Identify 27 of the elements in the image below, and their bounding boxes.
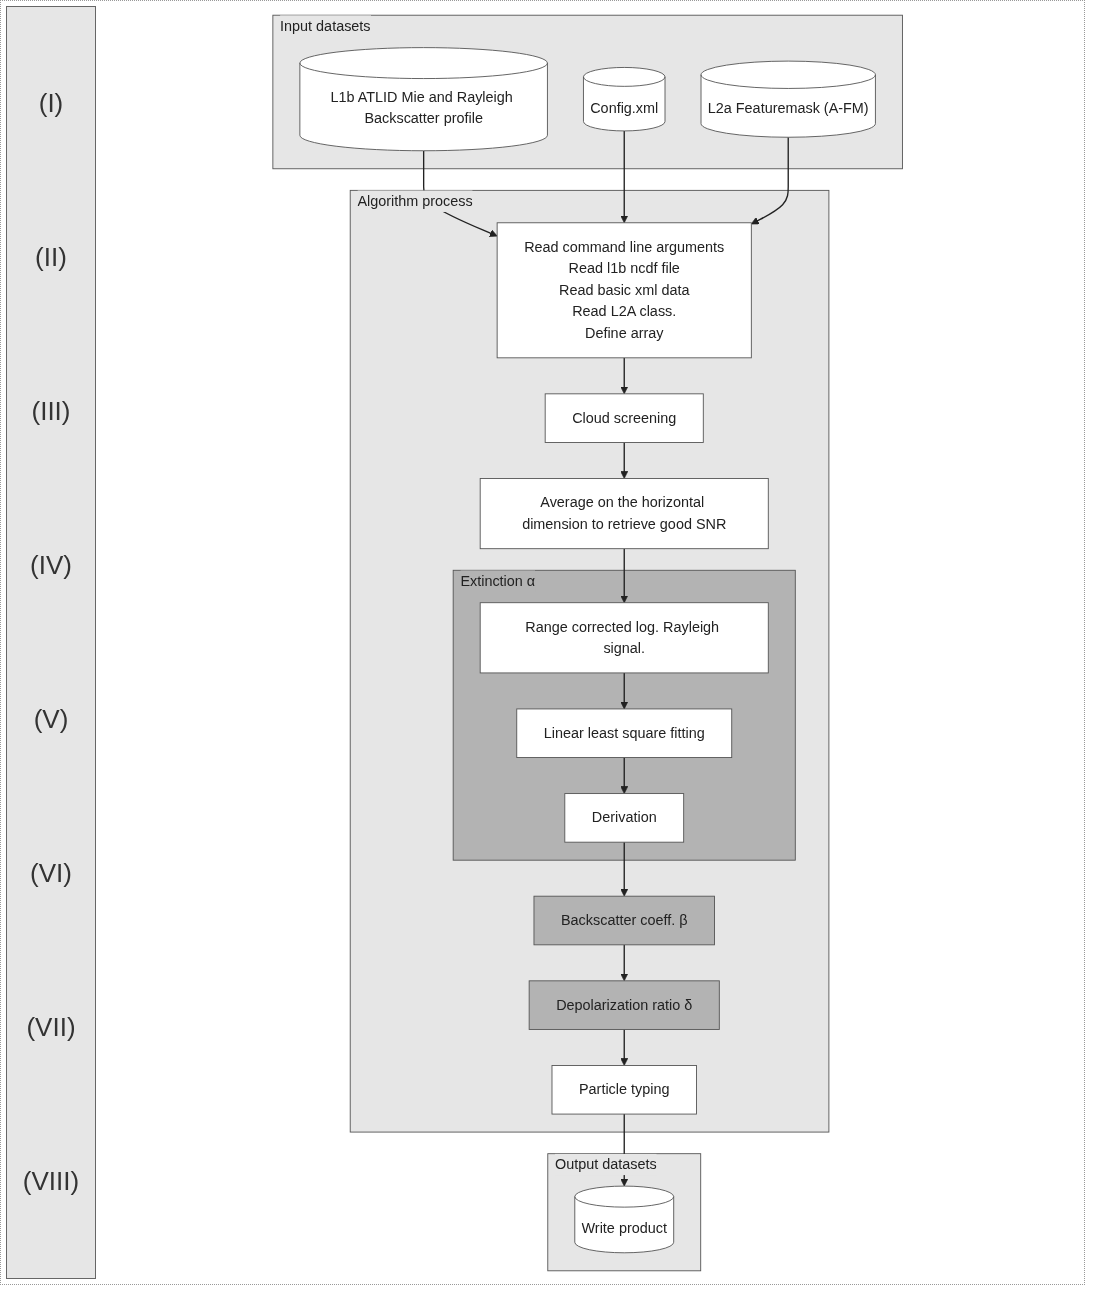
- arrow: [620, 129, 629, 223]
- arrow: [620, 441, 629, 479]
- arrow: [620, 756, 629, 794]
- step-number: (VIII): [21, 1165, 81, 1197]
- step-number: (II): [34, 242, 68, 274]
- arrow: [620, 841, 629, 897]
- node-box: Particle typing: [551, 1064, 697, 1114]
- node-box: Range corrected log. Rayleigh signal.: [479, 601, 769, 673]
- arrow: [750, 136, 789, 224]
- node-box: Depolarization ratio δ: [528, 979, 720, 1030]
- arrow: [620, 1028, 629, 1066]
- node-box: Cloud screening: [544, 392, 704, 443]
- arrow: [620, 356, 629, 394]
- step-number: (VII): [25, 1011, 77, 1043]
- arrow: [620, 547, 629, 603]
- step-number: (V): [32, 703, 70, 735]
- step-number: (IV): [29, 550, 73, 582]
- node-box: Backscatter coeff. β: [533, 895, 715, 945]
- arrow: [620, 671, 629, 709]
- arrow: [620, 943, 629, 981]
- node-box: Read command line arguments Read l1b ncdf file Read basic xml data Read L2A class. Define array: [496, 221, 752, 358]
- step-number: (I): [37, 88, 65, 120]
- step-number: (VI): [29, 857, 73, 889]
- node-box: Linear least square fitting: [516, 708, 733, 758]
- node-box: Average on the horizontal dimension to retrieve good SNR: [479, 477, 769, 549]
- step-number: (III): [30, 396, 72, 428]
- node-box: Derivation: [564, 792, 684, 843]
